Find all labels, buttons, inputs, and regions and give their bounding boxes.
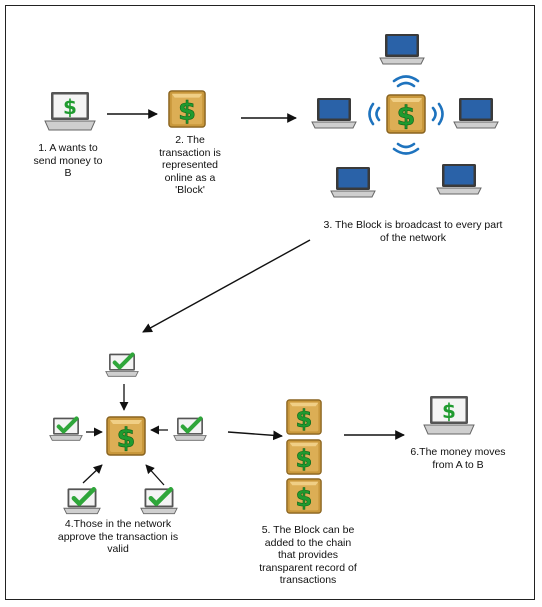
step-2-caption: 2. The transaction is represented online… [142,134,238,197]
network-laptop-icon [311,97,357,129]
wifi-signal-icon [368,75,444,155]
caption-line: B [64,167,72,179]
broadcast-block-icon [386,94,426,134]
check-laptop-icon [50,418,82,441]
caption-line: valid [107,543,129,555]
caption-line: 4.Those in the network [64,518,172,530]
caption-line: approve the transaction is [57,530,179,543]
network-laptop-icon [330,166,376,198]
caption-line: 'Block' [175,184,205,196]
check-laptop-icon [106,354,138,377]
caption-line: transactions [279,574,337,586]
caption-line: send money to [33,154,103,167]
network-laptop-icon [379,33,425,65]
caption-line: transaction is [159,146,221,159]
caption-line: transparent record of [259,561,357,574]
step-3-caption: 3. The Block is broadcast to every part … [300,219,526,244]
dollar-block-icon [168,90,206,128]
chain-block-icon [286,399,322,435]
chain-block-icon [286,439,322,475]
step-1-caption: 1. A wants to send money to B [20,142,116,180]
check-laptop-icon [64,488,100,513]
caption-line: 3. The Block is broadcast to every part [323,219,503,231]
check-laptop-icon [174,418,206,441]
laptop-dollar-icon [44,91,96,131]
chain-block-icon [286,478,322,514]
validated-block-icon [106,416,146,456]
caption-line: online as a [164,171,216,184]
step-4-caption: 4.Those in the network approve the trans… [38,518,198,556]
caption-line: 5. The Block can be [261,524,355,536]
caption-line: 6.The money moves [410,446,506,458]
caption-line: 1. A wants to [38,142,98,154]
caption-line: of the network [380,231,446,244]
arrow-4-to-5 [227,430,283,441]
caption-line: represented [161,159,219,171]
diagram-border [5,5,535,600]
caption-line: added to the chain [264,536,352,549]
network-laptop-icon [453,97,499,129]
check-laptop-icon [141,488,177,513]
caption-line: 2. The [175,134,205,146]
caption-line: from A to B [432,458,484,471]
step-5-caption: 5. The Block can be added to the chain t… [236,524,380,587]
laptop-dollar-icon [423,395,475,435]
network-laptop-icon [436,163,482,195]
caption-line: that provides [277,549,339,561]
arrow-3-to-4 [142,239,311,333]
step-6-caption: 6.The money moves from A to B [400,446,516,471]
validation-arrows [82,384,168,486]
